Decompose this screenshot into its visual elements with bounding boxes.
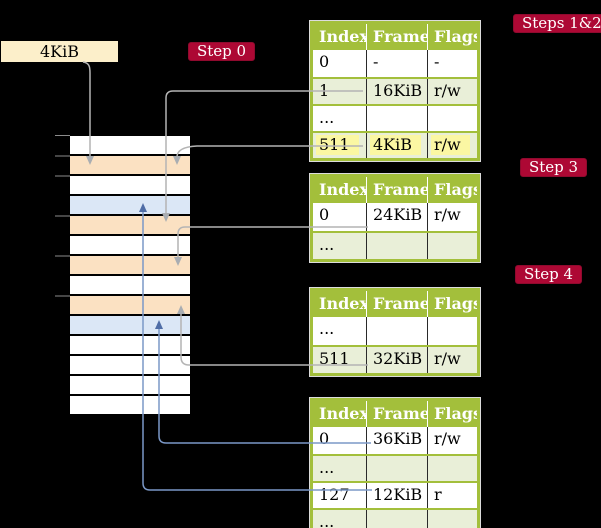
- column-header-flags: Flags: [427, 401, 477, 427]
- cell-flags: r: [427, 483, 477, 508]
- cell-index: ...: [319, 108, 335, 127]
- cell-frame: [366, 510, 427, 528]
- table-row: 0 - -: [313, 50, 477, 77]
- cell-index: 1: [319, 81, 330, 100]
- cell-frame: [366, 106, 427, 131]
- table-row: 0 36KiB r/w: [313, 427, 477, 454]
- table-row: 0 24KiB r/w: [313, 203, 477, 231]
- cell-index: 0: [319, 205, 330, 224]
- cell-frame: 4KiB: [366, 133, 427, 158]
- step3-badge: Step 3: [520, 158, 588, 177]
- cell-frame: 12KiB: [366, 483, 427, 508]
- steps12-badge: Steps 1&2: [513, 14, 601, 33]
- cell-flags: r/w: [427, 133, 477, 158]
- cell-index: ...: [319, 512, 335, 528]
- column-header-index: Index: [319, 404, 366, 423]
- cell-flags: [427, 456, 477, 481]
- column-header-frame: Frame: [366, 401, 427, 427]
- cell-frame: 36KiB: [366, 427, 427, 454]
- cell-index: 127: [319, 485, 350, 504]
- cell-flags: r/w: [427, 79, 477, 104]
- cell-frame: [366, 456, 427, 481]
- cell-flags: [427, 317, 477, 345]
- memory-frame-row: [70, 236, 190, 254]
- memory-frame-row: [70, 136, 190, 154]
- cell-index: 511: [313, 133, 366, 158]
- column-header-frame: Frame: [366, 177, 427, 203]
- cell-index: ...: [319, 235, 335, 254]
- column-header-flags: Flags: [427, 177, 477, 203]
- column-header-frame: Frame: [366, 24, 427, 50]
- memory-frame-row: [70, 376, 190, 394]
- step0-badge: Step 0: [188, 42, 256, 61]
- table-row: ...: [313, 454, 477, 481]
- memory-frame-row: [70, 396, 190, 414]
- cell-index: 0: [319, 429, 330, 448]
- column-header-frame: Frame: [366, 291, 427, 317]
- column-header-index: Index: [319, 180, 366, 199]
- cell-flags: r/w: [427, 203, 477, 231]
- step4-badge: Step 4: [515, 265, 583, 284]
- cell-flags: -: [427, 50, 477, 77]
- memory-frame-row: [70, 156, 190, 174]
- table-header-row: Index Frame Flags: [313, 177, 477, 203]
- cell-flags: r/w: [427, 347, 477, 373]
- frame-size-box: 4KiB: [1, 41, 118, 62]
- memory-tick-marks: [55, 135, 70, 297]
- cell-flags: [427, 233, 477, 259]
- table-header-row: Index Frame Flags: [313, 401, 477, 427]
- memory-frame-row: [70, 176, 190, 194]
- table-row: 127 12KiB r: [313, 481, 477, 508]
- table-row: ...: [313, 508, 477, 528]
- physical-memory-column: [70, 136, 190, 416]
- cell-frame: [366, 233, 427, 259]
- column-header-flags: Flags: [427, 291, 477, 317]
- table-header-row: Index Frame Flags: [313, 24, 477, 50]
- table-row: 511 32KiB r/w: [313, 345, 477, 373]
- cell-index: ...: [319, 458, 335, 477]
- table-row: ...: [313, 317, 477, 345]
- cell-frame: -: [366, 50, 427, 77]
- memory-frame-row: [70, 196, 190, 214]
- page-table-step3: Index Frame Flags 0 24KiB r/w ...: [309, 173, 481, 263]
- page-table-level1: Index Frame Flags 0 36KiB r/w ... 127 12…: [309, 397, 481, 528]
- memory-frame-row: [70, 336, 190, 354]
- cell-index: ...: [319, 319, 335, 338]
- cell-flags: [427, 106, 477, 131]
- cell-index: 0: [319, 52, 330, 71]
- cell-frame: 16KiB: [366, 79, 427, 104]
- page-table-steps12: Index Frame Flags 0 - - 1 16KiB r/w ... …: [309, 20, 481, 162]
- table-row: 1 16KiB r/w: [313, 77, 477, 104]
- memory-frame-row: [70, 216, 190, 234]
- table-row: ...: [313, 104, 477, 131]
- table-header-row: Index Frame Flags: [313, 291, 477, 317]
- memory-frame-row: [70, 276, 190, 294]
- cell-flags: r/w: [427, 427, 477, 454]
- memory-frame-row: [70, 256, 190, 274]
- memory-frame-row: [70, 296, 190, 314]
- cell-frame: [366, 317, 427, 345]
- column-header-index: Index: [319, 294, 366, 313]
- page-table-step4: Index Frame Flags ... 511 32KiB r/w: [309, 287, 481, 377]
- column-header-index: Index: [319, 27, 366, 46]
- table-row: ...: [313, 231, 477, 259]
- cell-flags: [427, 510, 477, 528]
- table-row-highlighted: 511 4KiB r/w: [313, 131, 477, 158]
- column-header-flags: Flags: [427, 24, 477, 50]
- cell-index: 511: [319, 349, 350, 368]
- cell-frame: 32KiB: [366, 347, 427, 373]
- memory-frame-row: [70, 356, 190, 374]
- memory-frame-row: [70, 316, 190, 334]
- cell-frame: 24KiB: [366, 203, 427, 231]
